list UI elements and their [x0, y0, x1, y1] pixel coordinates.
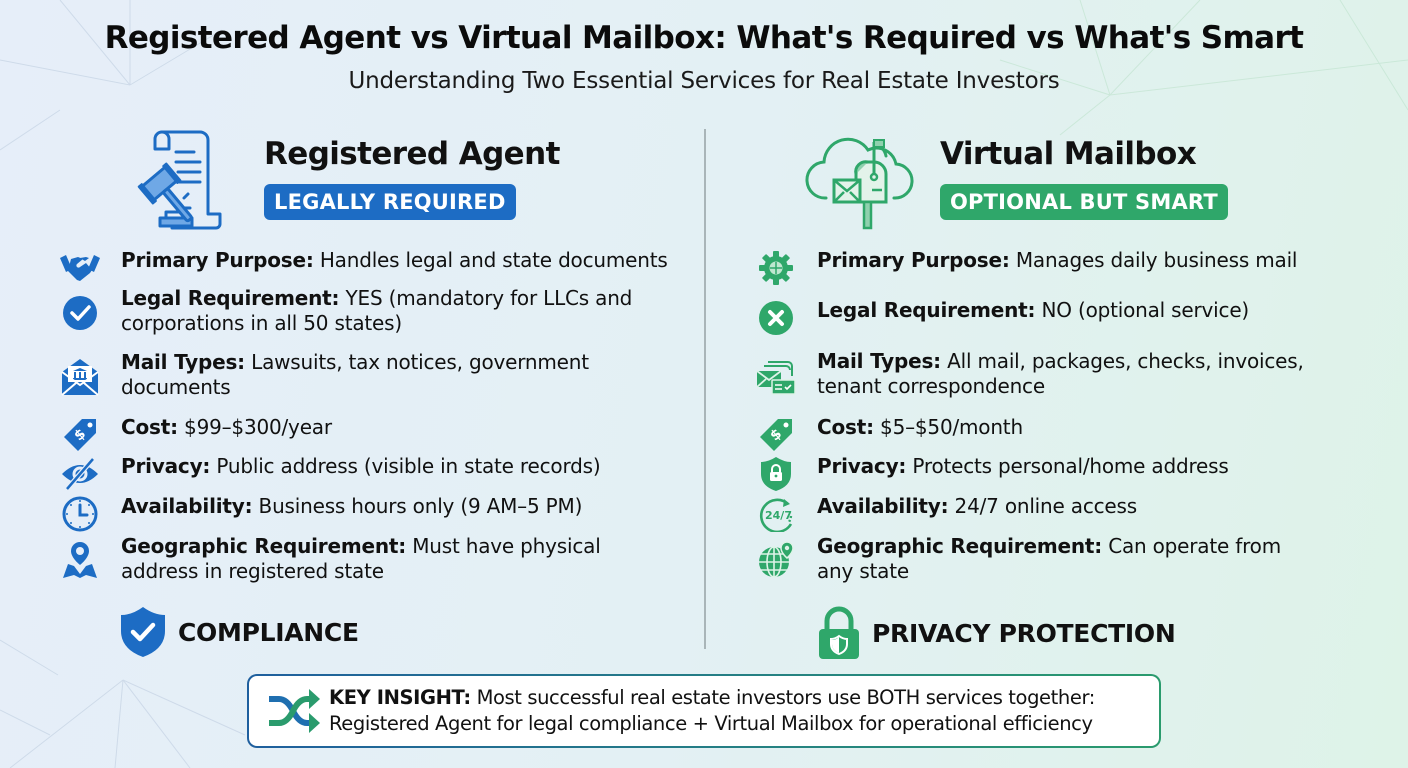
feature-cost: $ Cost: $5–$50/month [756, 415, 1023, 455]
cloud-mailbox-icon [805, 137, 914, 230]
feature-legal-requirement: Legal Requirement: YES (mandatory for LL… [60, 286, 641, 336]
shield-check-icon [121, 607, 165, 657]
price-tag-icon: $ [756, 415, 796, 455]
feature-value: Handles legal and state documents [313, 248, 668, 272]
map-pin-icon [60, 540, 100, 580]
registered-agent-title: Registered Agent [264, 136, 560, 172]
feature-value: Business hours only (9 AM–5 PM) [252, 494, 583, 518]
feature-privacy: Privacy: Protects personal/home address [756, 454, 1229, 494]
privacy-protection-tag: PRIVACY PROTECTION [818, 606, 1176, 660]
eye-slash-icon [60, 454, 100, 494]
feature-value: Manages daily business mail [1009, 248, 1298, 272]
feature-label: Geographic Requirement: [121, 534, 407, 558]
feature-label: Privacy: [817, 454, 907, 478]
clock-icon [60, 494, 100, 534]
key-insight-box: KEY INSIGHT: Most successful real estate… [247, 674, 1161, 748]
shield-lock-icon [756, 454, 796, 494]
feature-label: Cost: [817, 415, 874, 439]
svg-text:24/7: 24/7 [765, 509, 792, 522]
feature-primary-purpose: Primary Purpose: Manages daily business … [756, 248, 1297, 288]
feature-cost: $ Cost: $99–$300/year [60, 415, 332, 455]
feature-label: Availability: [817, 494, 949, 518]
page-subtitle: Understanding Two Essential Services for… [348, 68, 1060, 94]
government-mail-icon [60, 357, 100, 397]
feature-label: Mail Types: [121, 350, 245, 374]
feature-privacy: Privacy: Public address (visible in stat… [60, 454, 601, 494]
feature-label: Primary Purpose: [121, 248, 314, 272]
feature-mail-types: Mail Types: Lawsuits, tax notices, gover… [60, 350, 621, 400]
feature-value: Lawsuits, tax notices, government docume… [121, 350, 589, 399]
feature-primary-purpose: Primary Purpose: Handles legal and state… [60, 248, 668, 288]
feature-label: Cost: [121, 415, 178, 439]
check-circle-icon [60, 293, 100, 333]
feature-value: Protects personal/home address [906, 454, 1229, 478]
feature-value: All mail, packages, checks, invoices, te… [817, 349, 1304, 398]
mail-stack-icon [756, 357, 796, 397]
feature-label: Availability: [121, 494, 253, 518]
compliance-tag: COMPLIANCE [120, 606, 359, 658]
feature-label: Privacy: [121, 454, 211, 478]
feature-geographic-requirement: Geographic Requirement: Must have physic… [60, 534, 621, 584]
feature-availability: Availability: Business hours only (9 AM–… [60, 494, 582, 534]
feature-availability: 24/7 Availability: 24/7 online access [756, 494, 1137, 534]
legal-document-gavel-icon [137, 130, 222, 230]
feature-value: $99–$300/year [177, 415, 332, 439]
24-7-icon: 24/7 [756, 494, 796, 534]
feature-value: Public address (visible in state records… [210, 454, 601, 478]
feature-value: YES (mandatory for LLCs and corporations… [121, 286, 633, 335]
feature-value: NO (optional service) [1035, 298, 1250, 322]
handshake-icon [60, 248, 100, 288]
x-circle-icon [756, 298, 796, 338]
feature-value: Can operate from any state [817, 534, 1282, 583]
key-insight-label: KEY INSIGHT: [329, 686, 471, 709]
privacy-protection-label: PRIVACY PROTECTION [872, 618, 1176, 648]
key-insight-text: Most successful real estate investors us… [329, 686, 1095, 735]
feature-value: 24/7 online access [948, 494, 1138, 518]
feature-label: Legal Requirement: [817, 298, 1036, 322]
compliance-label: COMPLIANCE [178, 617, 359, 647]
feature-value: Must have physical address in registered… [121, 534, 601, 583]
virtual-mailbox-header: Virtual Mailbox OPTIONAL BUT SMART [756, 120, 1376, 232]
feature-label: Primary Purpose: [817, 248, 1010, 272]
feature-label: Legal Requirement: [121, 286, 340, 310]
column-divider [704, 129, 706, 649]
feature-value: $5–$50/month [873, 415, 1023, 439]
feature-label: Mail Types: [817, 349, 941, 373]
feature-legal-requirement: Legal Requirement: NO (optional service) [756, 298, 1249, 338]
globe-pin-icon [756, 540, 796, 580]
page-title: Registered Agent vs Virtual Mailbox: Wha… [104, 20, 1304, 56]
feature-geographic-requirement: Geographic Requirement: Can operate from… [756, 534, 1317, 584]
padlock-shield-icon [819, 606, 859, 659]
registered-agent-header: Registered Agent LEGALLY REQUIRED [60, 120, 690, 232]
gear-icon [756, 248, 796, 288]
price-tag-icon: $ [60, 415, 100, 455]
virtual-mailbox-title: Virtual Mailbox [940, 136, 1197, 172]
optional-but-smart-badge: OPTIONAL BUT SMART [940, 184, 1228, 220]
feature-mail-types: Mail Types: All mail, packages, checks, … [756, 349, 1317, 399]
feature-label: Geographic Requirement: [817, 534, 1103, 558]
legally-required-badge: LEGALLY REQUIRED [264, 184, 516, 220]
shuffle-arrows-icon [269, 689, 320, 733]
